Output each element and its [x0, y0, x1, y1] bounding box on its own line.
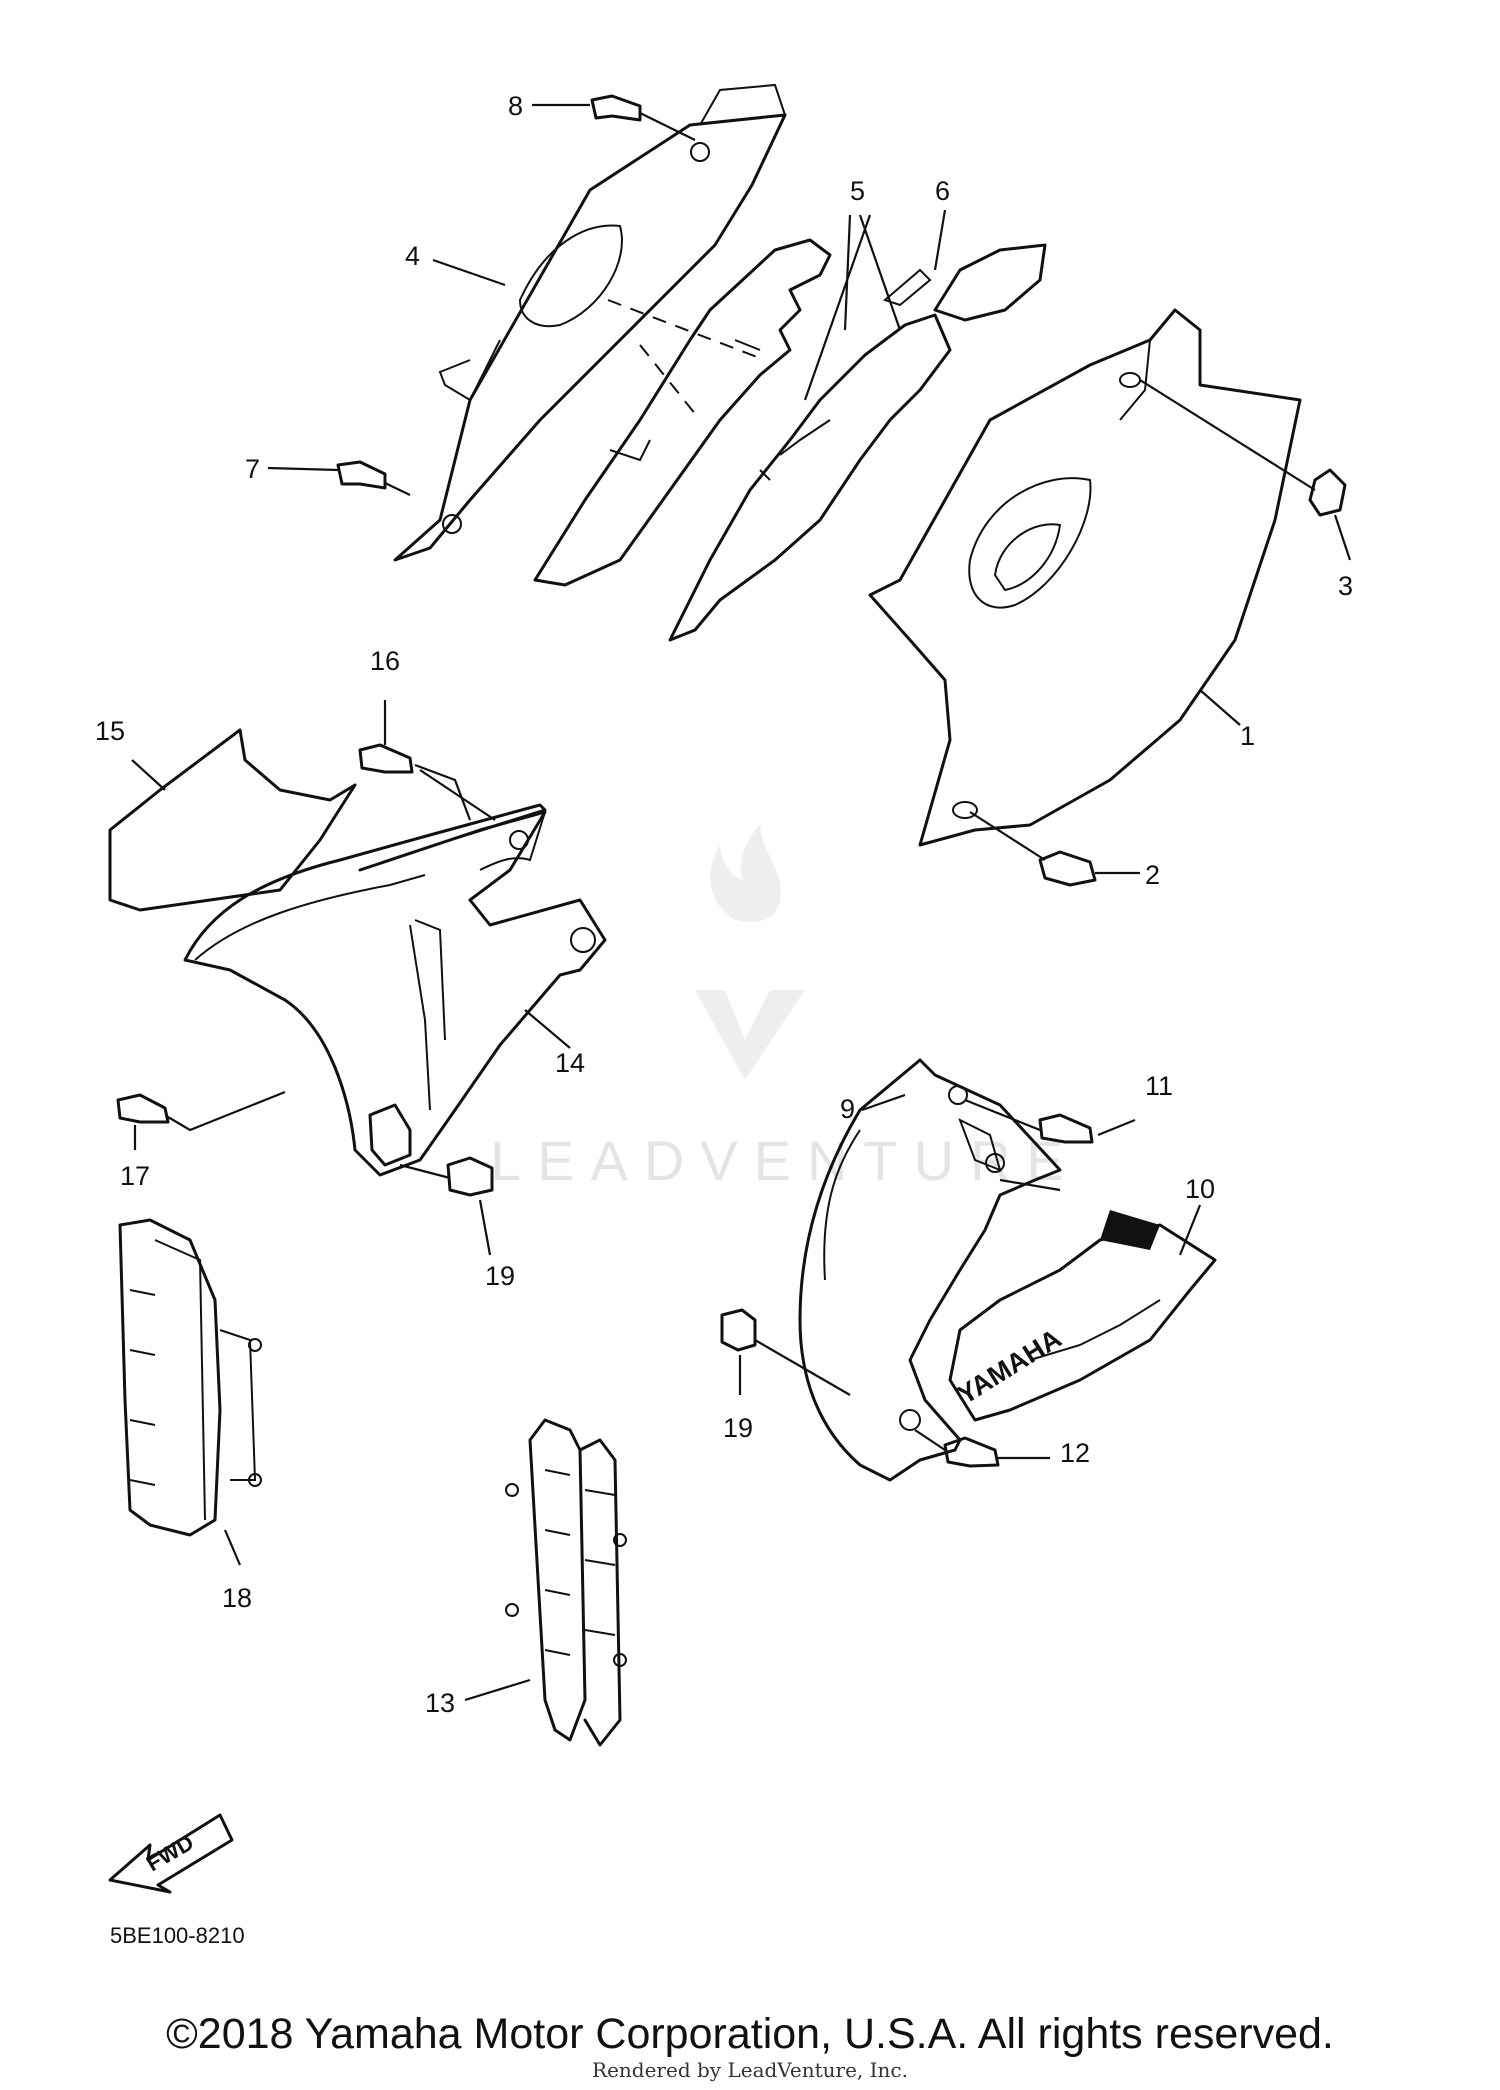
callout-2: 2 [1145, 860, 1160, 890]
copyright-notice: ©2018 Yamaha Motor Corporation, U.S.A. A… [166, 2010, 1334, 2058]
callout-12: 12 [1060, 1438, 1090, 1468]
leader-lines [131, 103, 1352, 1702]
clip-19-right [720, 1308, 757, 1352]
callout-9: 9 [840, 1094, 855, 1124]
callout-14: 14 [555, 1048, 585, 1078]
callout-10: 10 [1185, 1174, 1215, 1204]
part-5-panel [533, 238, 952, 642]
callout-16: 16 [370, 646, 400, 676]
callout-4: 4 [405, 241, 420, 271]
part-10-decal: YAMAHA [948, 1210, 1217, 1422]
callout-19-left: 19 [485, 1261, 515, 1291]
bolt-11 [1038, 1113, 1094, 1144]
clip-19-left [446, 1156, 494, 1197]
yamaha-decal-text: YAMAHA [952, 1323, 1066, 1410]
bolt-12 [943, 1436, 1000, 1468]
callout-6: 6 [935, 176, 950, 206]
part-18-radiator-guard [118, 1218, 262, 1537]
part-1-number-plate [868, 308, 1302, 847]
callout-labels: 1 2 3 4 5 6 7 8 9 10 11 12 13 14 15 16 1… [95, 91, 1353, 1718]
callout-11: 11 [1145, 1071, 1173, 1101]
bolt-7 [336, 460, 387, 490]
part-14-radiator-shroud [183, 803, 607, 1177]
part-code: 5BE100-8210 [110, 1923, 245, 1948]
callout-13: 13 [425, 1688, 455, 1718]
callout-7: 7 [245, 454, 260, 484]
part-13-radiator-louver [505, 1418, 627, 1747]
callout-8: 8 [508, 91, 523, 121]
fwd-arrow: FWD [108, 1813, 234, 1894]
callout-1: 1 [1240, 721, 1255, 751]
callout-19-right: 19 [723, 1413, 753, 1443]
part-4-side-cover [393, 83, 787, 562]
bolt-17 [116, 1093, 170, 1124]
fwd-label: FWD [142, 1830, 198, 1877]
bolt-16 [358, 743, 414, 774]
rendered-by: Rendered by LeadVenture, Inc. [592, 2058, 908, 2082]
bolt-8 [590, 94, 642, 122]
callout-15: 15 [95, 716, 125, 746]
part-6-bracket [883, 243, 1047, 322]
callout-18: 18 [222, 1583, 252, 1613]
part-15-shroud-panel [108, 728, 357, 912]
callout-5: 5 [850, 176, 865, 206]
bolt-3 [1308, 468, 1347, 517]
bolt-2 [1038, 850, 1097, 887]
callout-17: 17 [120, 1161, 150, 1191]
part-9-radiator-shroud [798, 1058, 1062, 1482]
callout-3: 3 [1338, 571, 1353, 601]
